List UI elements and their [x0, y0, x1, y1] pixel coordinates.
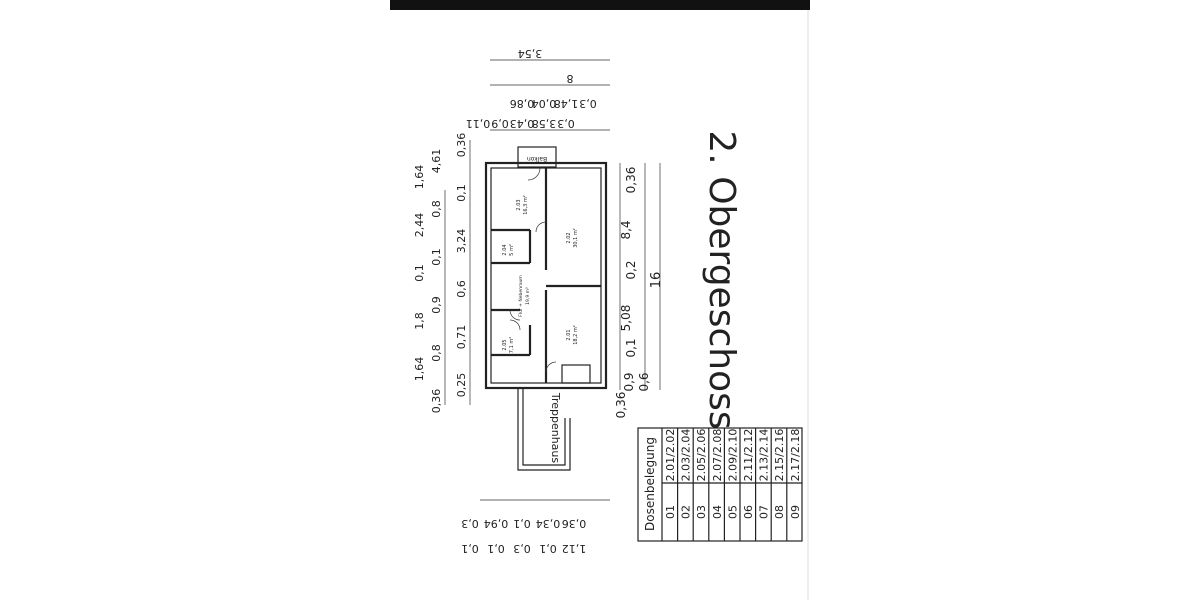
dimension-label: 0,9	[491, 117, 509, 130]
dimension-label: 1,48	[554, 97, 579, 110]
table-cell-number: 07	[758, 505, 771, 519]
dimension-label: 0,9	[430, 296, 443, 314]
room-id: 2.02	[566, 232, 572, 243]
room-id: 2.03	[516, 199, 522, 210]
dimension-label: 0,36	[614, 392, 628, 419]
room-area: 19,9 m²	[525, 287, 531, 305]
dimension-label: 1,8	[413, 312, 426, 330]
dimension-label: 8	[567, 72, 574, 85]
dimension-label: 0,86	[510, 97, 535, 110]
dimension-label: 0,6	[637, 372, 651, 391]
room-area: 30,1 m²	[573, 228, 579, 248]
dimension-label: 0,9	[622, 372, 636, 391]
dimension-label: 5,08	[619, 305, 633, 332]
room-id: 2.05	[502, 339, 508, 350]
room-id: Flur + Nebenraum	[518, 275, 524, 317]
dimension-label: 0,25	[455, 373, 468, 398]
dimension-label: 0,1	[413, 264, 426, 282]
dimension-label: 0,36	[455, 133, 468, 158]
table-row: 2.15/2.16 08	[773, 429, 786, 519]
table-cell-value: 2.09/2.10	[726, 429, 739, 482]
table-cell-number: 01	[664, 505, 677, 519]
balcony-label: Balkon	[527, 155, 547, 162]
room-id: 2.04	[502, 244, 508, 255]
dosenbelegung-table: Dosenbelegung 2.01/2.02012.03/2.04022.05…	[637, 427, 803, 542]
room-id: 2.01	[566, 329, 572, 340]
table-row: 2.17/2.18 09	[789, 429, 802, 519]
table-cell-number: 06	[742, 505, 755, 519]
dimension-label: 0,71	[455, 325, 468, 350]
table-row: 2.03/2.04 02	[680, 429, 693, 519]
dimension-label: 0,11	[466, 117, 491, 130]
page-title: 2. Obergeschoss	[701, 130, 742, 429]
dimension-label: 0,36	[562, 517, 587, 530]
dimension-label: 1,12	[562, 542, 587, 555]
room-area: 7,1 m²	[509, 337, 515, 353]
table-cell-value: 2.07/2.08	[711, 429, 724, 482]
dimension-label: 0,3	[579, 97, 597, 110]
stairwell-label: Treppenhaus	[549, 392, 562, 464]
table-header: Dosenbelegung	[643, 437, 657, 531]
scan-top-edge	[390, 0, 810, 10]
table-cell-number: 08	[773, 505, 786, 519]
dimension-label: 0,43	[510, 117, 535, 130]
table-cell-number: 05	[726, 505, 739, 519]
dimension-label: 0,1	[539, 542, 557, 555]
dimension-label: 0,8	[430, 344, 443, 362]
dimension-label: 1,64	[413, 357, 426, 382]
table-row: 2.13/2.14 07	[758, 429, 771, 519]
dimension-label: 16	[649, 272, 664, 289]
dimension-label: 0,8	[430, 200, 443, 218]
dimension-label: 0,3	[513, 542, 531, 555]
dimension-label: 3,24	[455, 229, 468, 254]
table-row: 2.11/2.12 06	[742, 429, 755, 519]
table-cell-value: 2.01/2.02	[664, 429, 677, 482]
dimension-label: 0,1	[430, 248, 443, 266]
building-walls	[484, 146, 608, 471]
dimension-label: 0,1	[513, 517, 531, 530]
table-cell-number: 09	[789, 505, 802, 519]
dimension-label: 1,64	[413, 165, 426, 190]
dimension-label: 0,1	[624, 338, 638, 357]
dimension-label: 0,94	[484, 517, 509, 530]
dimension-label: 2,44	[413, 213, 426, 238]
table-cell-value: 2.05/2.06	[695, 429, 708, 482]
dimension-label: 0,3	[461, 517, 479, 530]
dimension-label: 8,4	[619, 220, 633, 239]
dimension-label: 3,58	[532, 117, 557, 130]
table-cell-value: 2.15/2.16	[773, 429, 786, 482]
table-cell-value: 2.11/2.12	[742, 429, 755, 482]
table-cell-value: 2.17/2.18	[789, 429, 802, 482]
table-cell-number: 04	[711, 505, 724, 519]
dimension-label: 0,1	[487, 542, 505, 555]
dimension-label: 0,1	[461, 542, 479, 555]
dimension-label: 0,2	[624, 260, 638, 279]
dimension-label: 4,61	[430, 149, 443, 174]
table-cell-number: 03	[695, 505, 708, 519]
dimension-label: 0,34	[536, 517, 561, 530]
table-row: 2.07/2.08 04	[711, 429, 724, 519]
dimension-label: 0,36	[624, 167, 638, 194]
balcony	[517, 146, 557, 168]
table-cell-number: 02	[680, 505, 693, 519]
dimension-label: 3,54	[518, 47, 543, 60]
dimension-lines	[444, 59, 661, 501]
room-area: 5 m²	[509, 244, 515, 256]
dimension-label: 0,1	[455, 184, 468, 202]
dimension-label: 0,04	[532, 97, 557, 110]
table-cell-value: 2.13/2.14	[758, 429, 771, 482]
room-area: 16,3 m²	[523, 195, 529, 215]
table-row: 2.09/2.10 05	[726, 429, 739, 519]
dimension-label: 0,6	[455, 280, 468, 298]
table-row: 2.01/2.02 01	[664, 429, 677, 519]
dimension-label: 0,36	[430, 389, 443, 414]
room-area: 18,2 m²	[573, 325, 579, 345]
dimension-label: 0,3	[557, 117, 575, 130]
table-row: 2.05/2.06 03	[695, 429, 708, 519]
table-cell-value: 2.03/2.04	[680, 429, 693, 482]
